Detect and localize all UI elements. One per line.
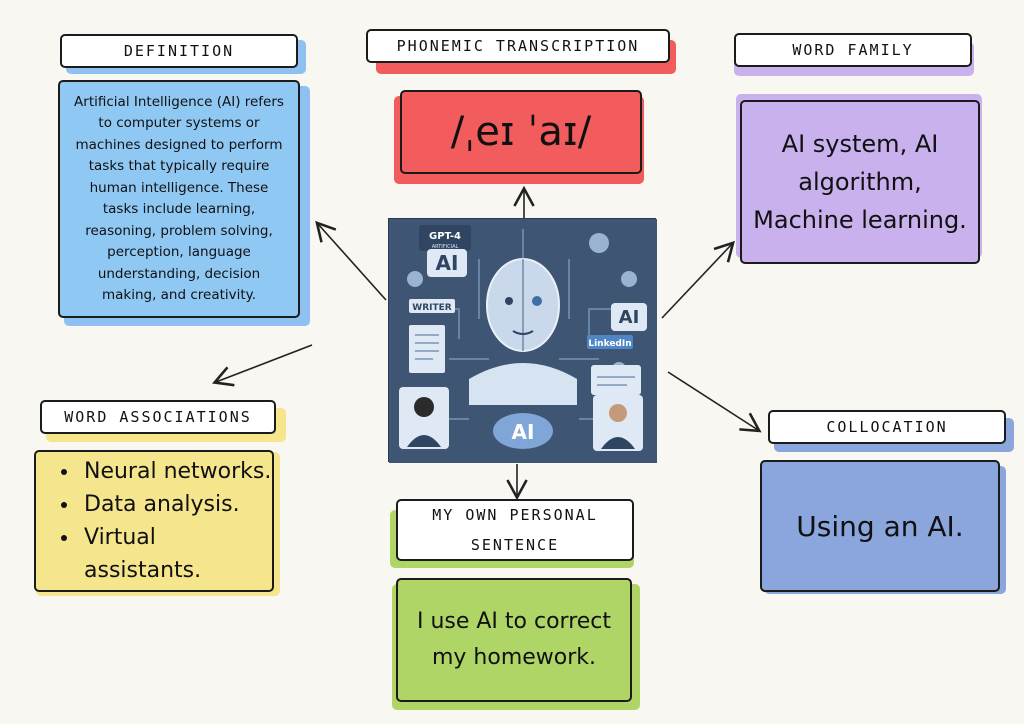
personal-label: MY OWN PERSONAL SENTENCE [396,499,634,561]
linkedin-tag: LinkedIn [588,339,631,349]
arrow-to-associations [212,344,313,387]
arrow-to-definition [315,220,387,301]
definition-label-text: DEFINITION [123,42,235,60]
associations-label: WORD ASSOCIATIONS [40,400,276,434]
collocation-card: Using an AI. [760,460,1000,592]
definition-label: DEFINITION [60,34,298,68]
definition-card: Artificial Intelligence (AI) refers to c… [58,80,300,318]
association-item: Data analysis. [80,488,272,521]
personal-sentence-text: I use AI to correct my homework. [416,609,612,670]
association-item: Neural networks. [80,455,272,488]
personal-card: I use AI to correct my homework. [396,578,632,702]
personal-label-line2: SENTENCE [470,536,560,554]
association-item: Virtual assistants. [80,521,272,587]
gpt4-badge-text: GPT-4 [429,231,461,242]
word-family-label: WORD FAMILY [734,33,972,67]
word-family-text: AI system, AI algorithm, Machine learnin… [753,130,967,234]
collocation-label-text: COLLOCATION [826,418,948,436]
ai-badge-3: AI [512,420,535,444]
associations-list: Neural networks. Data analysis. Virtual … [36,455,272,587]
personal-label-line1: MY OWN PERSONAL [432,506,598,524]
ai-illustration: GPT-4 ARTIFICIAL AI WRITER AI LinkedIn A… [388,218,657,463]
associations-label-text: WORD ASSOCIATIONS [64,408,252,426]
definition-text: Artificial Intelligence (AI) refers to c… [74,93,284,304]
ai-badge-2: AI [619,307,640,328]
word-family-label-text: WORD FAMILY [792,41,914,59]
ai-badge-1: AI [436,251,459,275]
associations-card: Neural networks. Data analysis. Virtual … [34,450,274,592]
phonemic-card: /ˌeɪ ˈaɪ/ [400,90,642,174]
collocation-text: Using an AI. [796,509,964,543]
word-family-card: AI system, AI algorithm, Machine learnin… [740,100,980,264]
arrow-to-word-family [661,240,735,319]
arrow-to-collocation [667,371,762,433]
ai-illustration-art: GPT-4 ARTIFICIAL AI WRITER AI LinkedIn A… [389,219,657,463]
gpt4-badge-sub: ARTIFICIAL [432,244,459,250]
phonemic-text: /ˌeɪ ˈaɪ/ [450,109,592,155]
writer-tag: WRITER [412,303,451,313]
collocation-label: COLLOCATION [768,410,1006,444]
phonemic-label-text: PHONEMIC TRANSCRIPTION [396,37,640,55]
phonemic-label: PHONEMIC TRANSCRIPTION [366,29,670,63]
